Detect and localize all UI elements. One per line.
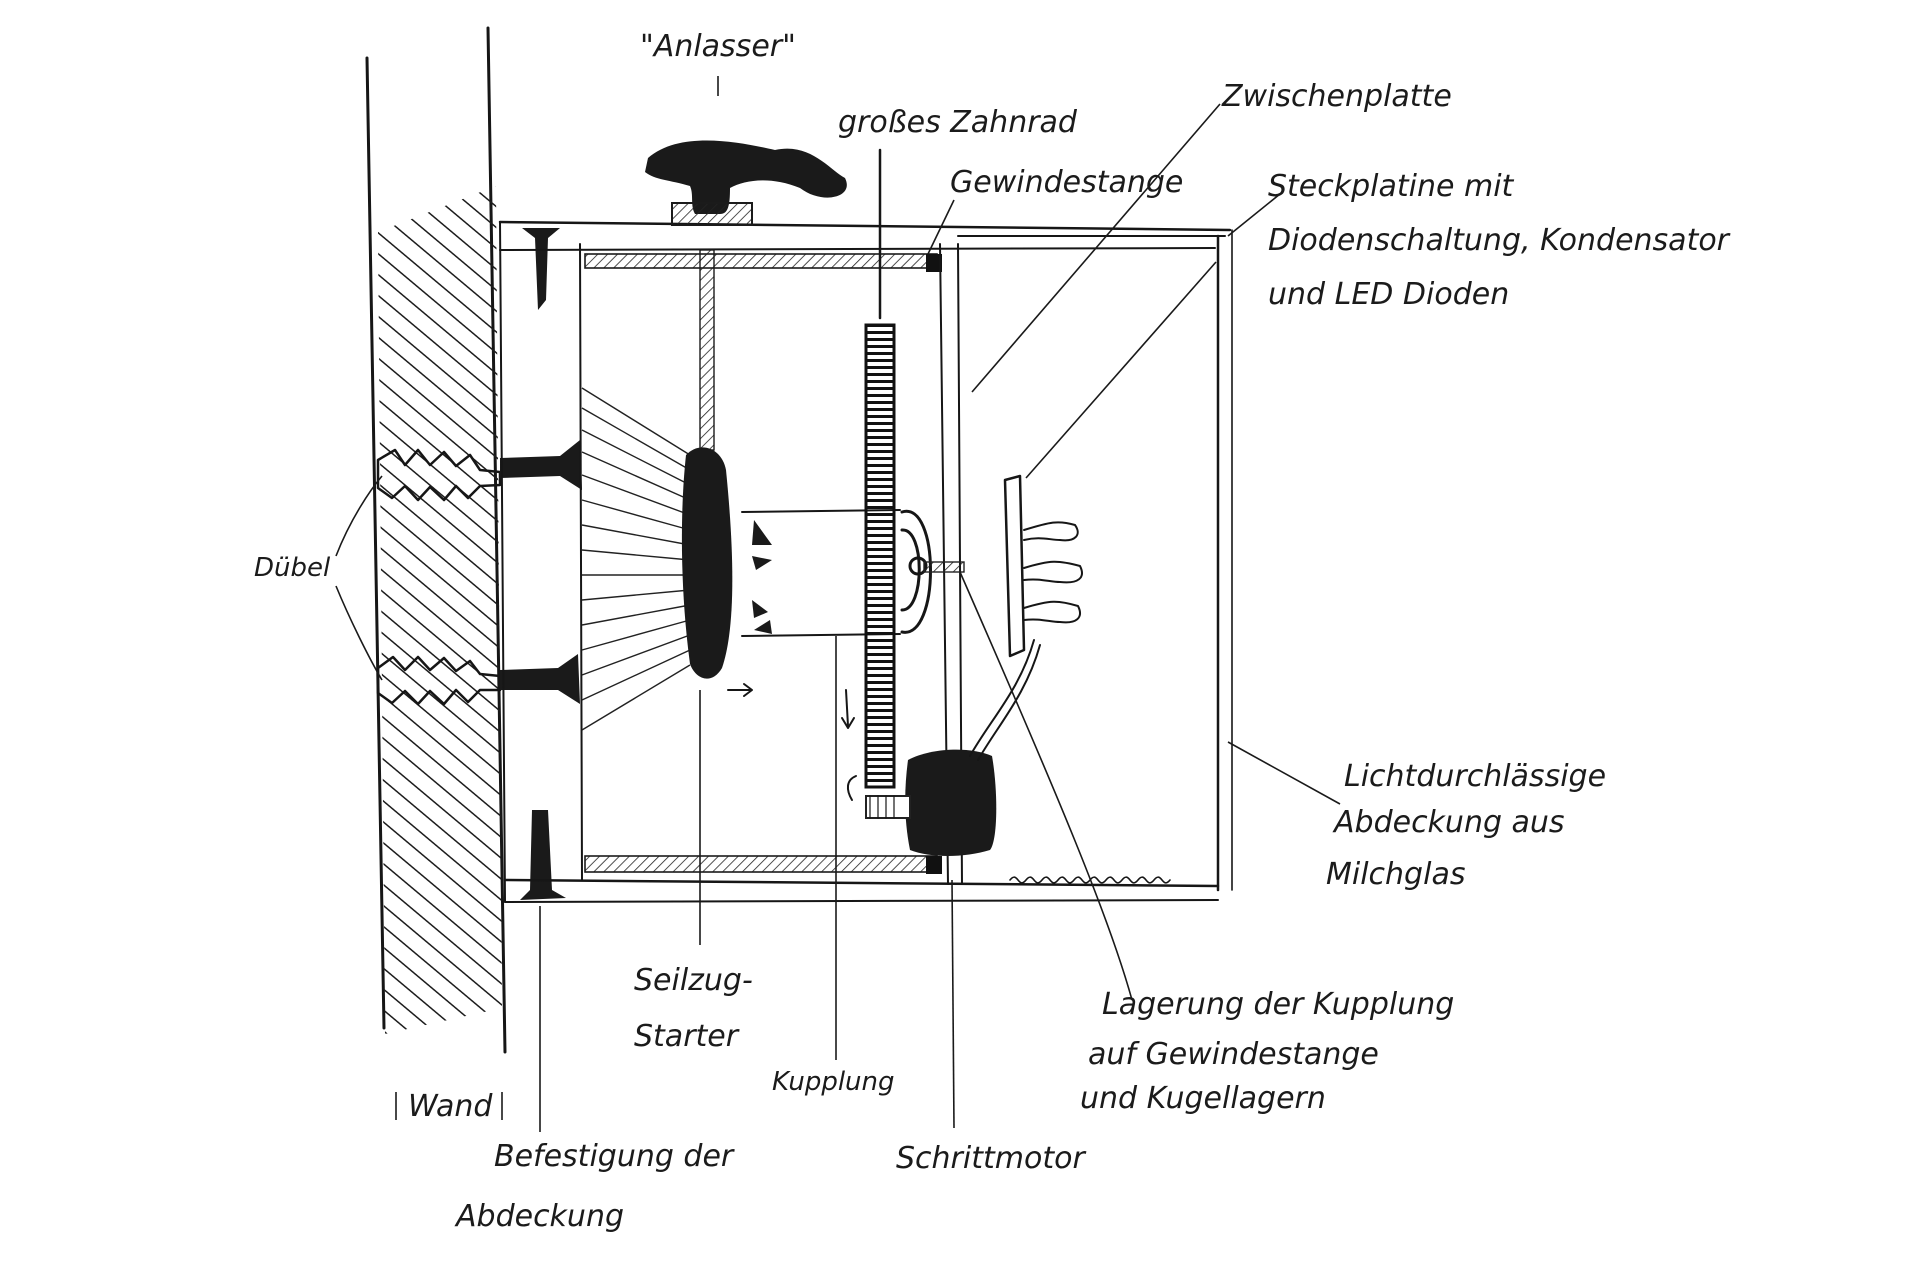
label-befestigung-line-1: Befestigung der	[494, 1139, 735, 1174]
leader-lines	[335, 76, 1341, 1132]
label-anlasser: "Anlasser"	[640, 29, 796, 64]
label-abdeckung-line-1: Lichtdurchlässige	[1344, 759, 1606, 794]
label-lagerung-line-1: Lagerung der Kupplung	[1102, 987, 1454, 1022]
wall	[365, 26, 507, 1054]
motion-arrows	[727, 683, 857, 801]
label-befestigung-line-2: Abdeckung	[454, 1199, 624, 1234]
starter-handle	[645, 140, 847, 226]
label-lagerung-line-3: und Kugellagern	[1080, 1081, 1326, 1116]
label-gewindestange: Gewindestange	[950, 165, 1183, 200]
cover-screws	[520, 228, 566, 900]
label-schrittmotor: Schrittmotor	[896, 1141, 1086, 1176]
label-abdeckung-line-2: Abdeckung aus	[1332, 805, 1565, 840]
label-zwischenplatte: Zwischenplatte	[1221, 79, 1452, 114]
label-steckplatine-line-1: Steckplatine mit	[1268, 169, 1515, 204]
label-lagerung-line-2: auf Gewindestange	[1088, 1037, 1379, 1072]
label-seilzug-line-1: Seilzug-	[634, 963, 753, 998]
label-abdeckung-line-3: Milchglas	[1326, 857, 1465, 892]
label-steckplatine-line-3: und LED Dioden	[1268, 277, 1509, 312]
large-gear	[864, 148, 896, 789]
breadboard	[1003, 474, 1083, 658]
labels: "Anlasser" großes Zahnrad Gewindestange …	[254, 29, 1731, 1234]
stepper-motor	[865, 639, 1041, 856]
label-steckplatine-line-2: Diodenschaltung, Kondensator	[1268, 223, 1731, 258]
threaded-rods	[584, 249, 942, 874]
pull-cord-starter-disc	[681, 447, 733, 679]
pull-cord-lines	[581, 387, 691, 731]
label-grosses-zahnrad: großes Zahnrad	[838, 105, 1078, 140]
label-seilzug-line-2: Starter	[634, 1019, 740, 1054]
label-kupplung: Kupplung	[772, 1067, 895, 1097]
coupling-bearing	[900, 510, 965, 634]
housing-frame	[498, 220, 1232, 903]
cover-glass	[957, 229, 1233, 892]
label-wand: Wand	[408, 1089, 493, 1124]
wall-hatching	[378, 186, 502, 1034]
label-duebel: Dübel	[254, 553, 331, 583]
mounting-screws	[500, 440, 582, 704]
